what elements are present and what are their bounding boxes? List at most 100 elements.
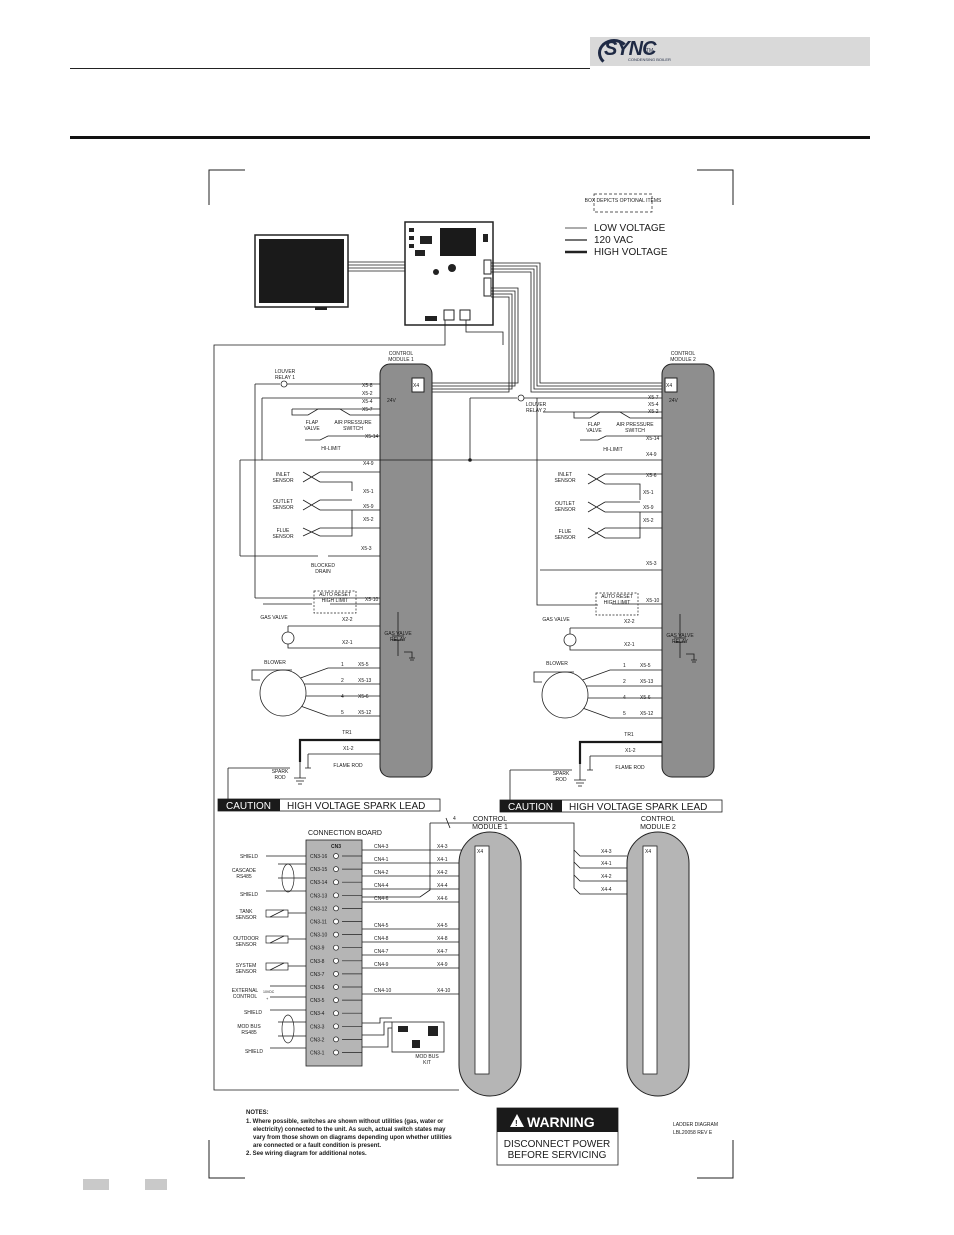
modbus-kit-label: MOD BUS bbox=[415, 1054, 439, 1060]
pin-x5-8: X5-8 bbox=[362, 383, 373, 389]
terminal-screw-icon bbox=[333, 866, 339, 872]
ladder-label: LADDER DIAGRAM LBL20058 REV E bbox=[673, 1122, 718, 1136]
gas-valve-relay-sub: RELAY bbox=[390, 637, 407, 643]
gas-valve-2-label: GAS VALVE bbox=[542, 617, 570, 623]
control-module-1: X4 CONTROL MODULE 1 24V bbox=[379, 351, 433, 778]
ladder-label-1: LADDER DIAGRAM bbox=[673, 1122, 718, 1128]
left-labels: LOUVER RELAY 1 FLAP VALVE AIR PRESSURE S… bbox=[260, 369, 412, 781]
svg-text:!: ! bbox=[515, 1119, 518, 1128]
gas-valve-label: GAS VALVE bbox=[260, 615, 288, 621]
caution-right: CAUTION HIGH VOLTAGE SPARK LEAD bbox=[499, 799, 723, 813]
cn4-label: CN4-8 bbox=[374, 936, 389, 942]
pin-r-x2-1: X2-1 bbox=[624, 642, 635, 648]
x4-label: X4-6 bbox=[437, 896, 448, 902]
pin-r-n5: 5 bbox=[623, 711, 626, 717]
note-1c: vary from those shown on diagrams depend… bbox=[253, 1135, 452, 1141]
brand-subtitle: CONDENSING BOILER bbox=[628, 57, 671, 62]
control-module-2: X4 CONTROL MODULE 2 24V bbox=[661, 351, 715, 778]
right-pin-labels: X5-7 X5-4 X5-2 X5-14 X4-9 X5-6 X5-1 X5-9… bbox=[623, 395, 660, 754]
louver-relay-1-sub: RELAY 1 bbox=[275, 375, 295, 381]
connection-board-title: CONNECTION BOARD bbox=[308, 830, 382, 837]
terminal-screw-icon bbox=[333, 853, 339, 859]
cn4-label: CN4-6 bbox=[374, 896, 389, 902]
terminal-screw-icon bbox=[333, 971, 339, 977]
pin-r-x5-9: X5-9 bbox=[643, 505, 654, 511]
spark-rod-label: SPARK bbox=[272, 769, 289, 775]
terminal-label: CN3-4 bbox=[310, 1011, 325, 1017]
terminal-screw-icon bbox=[333, 905, 339, 912]
tr1-label: TR1 bbox=[342, 730, 352, 736]
display-cable bbox=[348, 261, 405, 272]
terminal-screw-icon bbox=[333, 1036, 339, 1043]
modbus-sub: RS485 bbox=[241, 1030, 257, 1036]
terminal-screw-icon bbox=[333, 944, 339, 951]
module-cables bbox=[213, 262, 665, 1091]
warning-box: ! WARNING DISCONNECT POWER BEFORE SERVIC… bbox=[496, 1107, 619, 1166]
outlet-sensor-label: OUTLET bbox=[273, 499, 293, 505]
pin-r-x5-6: X5-6 bbox=[646, 473, 657, 479]
system-sensor-sub: SENSOR bbox=[235, 969, 257, 975]
pin-r-x2-2: X2-2 bbox=[624, 619, 635, 625]
blower-left bbox=[251, 669, 307, 717]
cn4-label: CN4-9 bbox=[374, 962, 389, 968]
brand-logo: SYNC bbox=[604, 38, 657, 60]
pin-r-n1: 1 bbox=[623, 663, 626, 669]
terminal-screw-icon bbox=[333, 879, 339, 886]
modbus-label: MOD BUS bbox=[237, 1024, 261, 1030]
pin-n4: 4 bbox=[341, 694, 344, 700]
legend-high-voltage: HIGH VOLTAGE bbox=[594, 247, 668, 258]
gas-valve-relay-2-label: GAS VALVE bbox=[666, 633, 694, 639]
x4-label: X4-4 bbox=[437, 883, 448, 889]
gas-valve-relay-label: GAS VALVE bbox=[384, 631, 412, 637]
crop-marks bbox=[208, 169, 734, 1179]
terminal-label: CN3-16 bbox=[310, 854, 327, 860]
main-control-board bbox=[404, 221, 494, 326]
flame-rod-2-label: FLAME ROD bbox=[615, 765, 645, 771]
terminal-screw-icon bbox=[333, 997, 339, 1003]
blower-right bbox=[533, 671, 589, 719]
louver-relay-2-sub: RELAY 2 bbox=[526, 408, 546, 414]
terminal-label: CN3-7 bbox=[310, 972, 325, 978]
terminal-label: CN3-3 bbox=[310, 1024, 325, 1030]
terminal-screw-icon bbox=[333, 957, 339, 964]
spark-rod-2-label: SPARK bbox=[553, 771, 570, 777]
outlet-sensor-2-sub: SENSOR bbox=[554, 507, 576, 513]
x4r-3: X4-4 bbox=[601, 887, 612, 893]
warning-icon bbox=[510, 1114, 524, 1127]
cm2-x4: X4 bbox=[645, 849, 651, 855]
terminal-label: CN3-2 bbox=[310, 1037, 325, 1043]
inlet-sensor-sub: SENSOR bbox=[272, 478, 294, 484]
pin-r-x5-12: X5-12 bbox=[640, 711, 654, 717]
terminal-screw-icon bbox=[333, 1010, 339, 1017]
x4r-2: X4-2 bbox=[601, 874, 612, 880]
louver-relay-1-label: LOUVER bbox=[275, 369, 296, 375]
air-pressure-2-sub: SWITCH bbox=[625, 428, 645, 434]
x4r-1: X4-1 bbox=[601, 861, 612, 867]
pin-x5-1: X5-1 bbox=[363, 489, 374, 495]
plus-label: + bbox=[266, 996, 269, 1001]
shield-2: SHIELD bbox=[240, 892, 258, 898]
blower-2-label: BLOWER bbox=[546, 661, 568, 667]
x4-label: X4-8 bbox=[437, 936, 448, 942]
terminal-label: CN3-6 bbox=[310, 985, 325, 991]
x4-label: X4-2 bbox=[437, 870, 448, 876]
cascade-label: CASCADE bbox=[232, 868, 257, 874]
cn4-label: CN4-3 bbox=[374, 844, 389, 850]
pin-x5-3: X5-3 bbox=[361, 546, 372, 552]
pin-r-x5-5: X5-5 bbox=[640, 663, 651, 669]
tank-sensor-label: TANK bbox=[240, 909, 254, 915]
terminal-label: CN3-9 bbox=[310, 946, 325, 952]
legend: BOX DEPICTS OPTIONAL ITEMS LOW VOLTAGE 1… bbox=[565, 193, 668, 258]
ladder-left-wiring bbox=[227, 380, 415, 800]
caution-left-label: CAUTION bbox=[226, 801, 271, 812]
module1-label-b: MODULE 1 bbox=[388, 357, 414, 363]
terminal-screw-icon bbox=[333, 1023, 339, 1030]
air-pressure-2-label: AIR PRESSURE bbox=[616, 422, 654, 428]
flap-valve-sub: VALVE bbox=[304, 426, 320, 432]
footer-page-tab-right bbox=[145, 1179, 167, 1190]
pin-r-x5-2b: X5-2 bbox=[643, 518, 654, 524]
module2-x4: X4 bbox=[666, 383, 672, 389]
pin-r-n2: 2 bbox=[623, 679, 626, 685]
air-pressure-sub: SWITCH bbox=[343, 426, 363, 432]
